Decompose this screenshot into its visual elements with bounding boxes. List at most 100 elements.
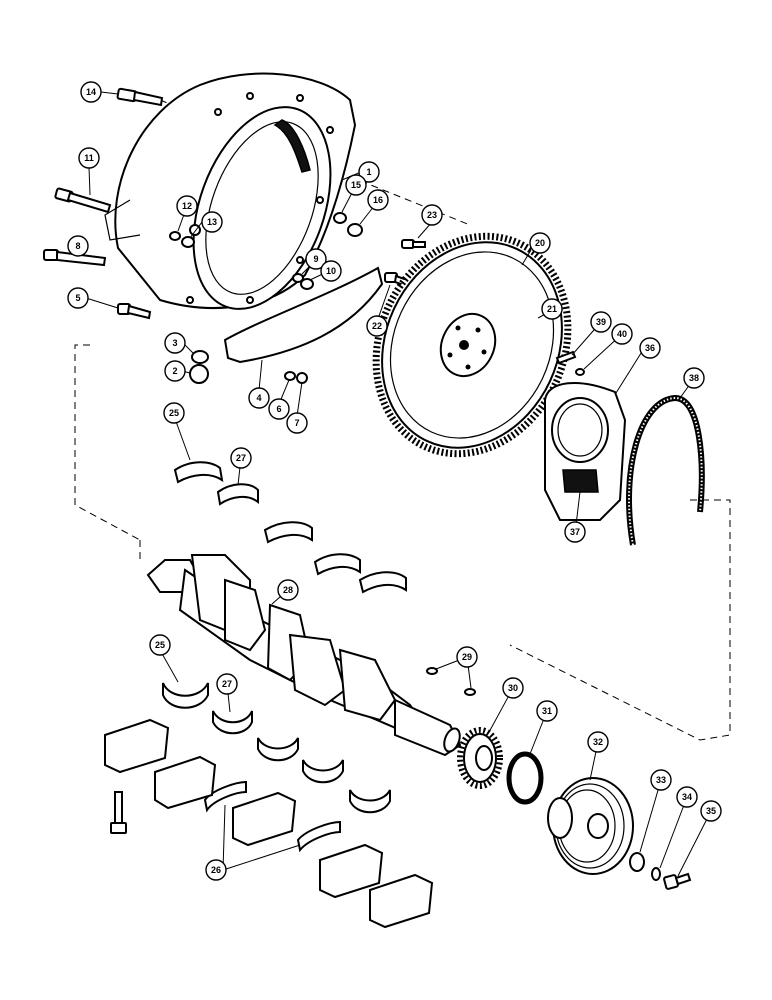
bolt-14 (116, 87, 164, 107)
cover-plate-4 (223, 266, 384, 364)
callout-20: 20 (529, 232, 551, 254)
crankshaft (146, 554, 462, 757)
callout-34: 34 (676, 786, 698, 808)
callout-number: 32 (593, 737, 603, 747)
callout-37: 37 (564, 521, 586, 543)
callout-8: 8 (67, 235, 89, 257)
callout-number: 6 (276, 404, 281, 414)
nut-10 (300, 278, 314, 290)
callout-number: 22 (372, 321, 382, 331)
callout-38: 38 (683, 367, 705, 389)
flywheel-axis-dashed-line (159, 99, 471, 226)
callout-25b: 25 (149, 634, 171, 656)
callout-2: 2 (164, 360, 186, 382)
callout-11: 11 (78, 147, 100, 169)
callout-number: 10 (326, 266, 336, 276)
bolt-5 (117, 303, 152, 320)
washer-34 (651, 867, 661, 881)
bolt-11 (54, 187, 112, 214)
callout-labels: 1411115161213238910205222133940236384672… (67, 81, 722, 881)
upper-bearing-shells (173, 461, 407, 594)
lower-bearing-shells (162, 682, 391, 853)
callout-number: 29 (462, 652, 472, 662)
damper-pulley-32 (547, 777, 634, 875)
callout-number: 14 (86, 87, 96, 97)
callout-22: 22 (366, 315, 388, 337)
callout-number: 30 (508, 683, 518, 693)
bolt-39 (555, 350, 577, 365)
callout-5: 5 (67, 287, 89, 309)
callout-12: 12 (176, 195, 198, 217)
callout-number: 38 (689, 373, 699, 383)
callout-25a: 25 (163, 402, 185, 424)
washer-40 (575, 368, 585, 376)
bolt-23 (401, 239, 426, 249)
callout-27b: 27 (216, 673, 238, 695)
nut-16 (347, 223, 363, 237)
plug-2 (189, 364, 209, 384)
washer-33 (629, 852, 645, 872)
callout-4: 4 (248, 387, 270, 409)
callout-number: 37 (570, 527, 580, 537)
callout-13: 13 (201, 211, 223, 233)
callout-number: 2 (172, 366, 177, 376)
callout-3: 3 (164, 332, 186, 354)
callout-number: 12 (182, 201, 192, 211)
callout-number: 26 (211, 865, 221, 875)
callout-number: 40 (617, 329, 627, 339)
callout-number: 31 (542, 706, 552, 716)
callout-40: 40 (611, 323, 633, 345)
callout-number: 7 (294, 418, 299, 428)
callout-14: 14 (80, 81, 102, 103)
callout-10: 10 (320, 260, 342, 282)
callout-31: 31 (536, 700, 558, 722)
gasket-3 (191, 350, 209, 364)
washer-9 (292, 273, 304, 283)
callout-number: 3 (172, 338, 177, 348)
callout-number: 34 (682, 792, 692, 802)
washer-6 (284, 371, 296, 381)
callout-number: 1 (366, 167, 371, 177)
callout-30: 30 (502, 677, 524, 699)
callout-26: 26 (205, 859, 227, 881)
callout-16: 16 (367, 189, 389, 211)
callout-33: 33 (650, 769, 672, 791)
callout-number: 13 (207, 217, 217, 227)
rear-seal-retainer (544, 382, 627, 521)
callout-1: 1 (358, 161, 380, 183)
callout-number: 4 (256, 393, 261, 403)
callout-7: 7 (286, 412, 308, 434)
bolt-8 (43, 249, 107, 267)
callout-number: 25 (169, 408, 179, 418)
callout-6: 6 (268, 398, 290, 420)
callout-29: 29 (456, 646, 478, 668)
callout-35: 35 (700, 800, 722, 822)
washer-15 (333, 212, 347, 224)
callout-number: 9 (313, 254, 318, 264)
callout-28: 28 (277, 579, 299, 601)
callout-number: 5 (75, 293, 80, 303)
main-bearing-caps (104, 718, 434, 929)
callout-number: 16 (373, 195, 383, 205)
callout-number: 27 (236, 453, 246, 463)
callout-number: 21 (547, 304, 557, 314)
flywheel (372, 232, 572, 458)
callout-number: 39 (596, 317, 606, 327)
assembly-dashed-outline (74, 344, 731, 741)
callout-32: 32 (587, 731, 609, 753)
callout-number: 23 (427, 210, 437, 220)
callout-number: 11 (84, 153, 94, 163)
callout-number: 15 (351, 180, 361, 190)
flywheel-housing (104, 72, 357, 310)
callout-39: 39 (590, 311, 612, 333)
bolt-35 (663, 872, 692, 890)
callout-number: 36 (645, 343, 655, 353)
nut-7 (296, 372, 308, 384)
callout-23: 23 (421, 204, 443, 226)
callout-number: 33 (656, 775, 666, 785)
key-29-a (426, 667, 438, 675)
washer-12 (169, 231, 181, 241)
callout-number: 25 (155, 640, 165, 650)
callout-36: 36 (639, 337, 661, 359)
